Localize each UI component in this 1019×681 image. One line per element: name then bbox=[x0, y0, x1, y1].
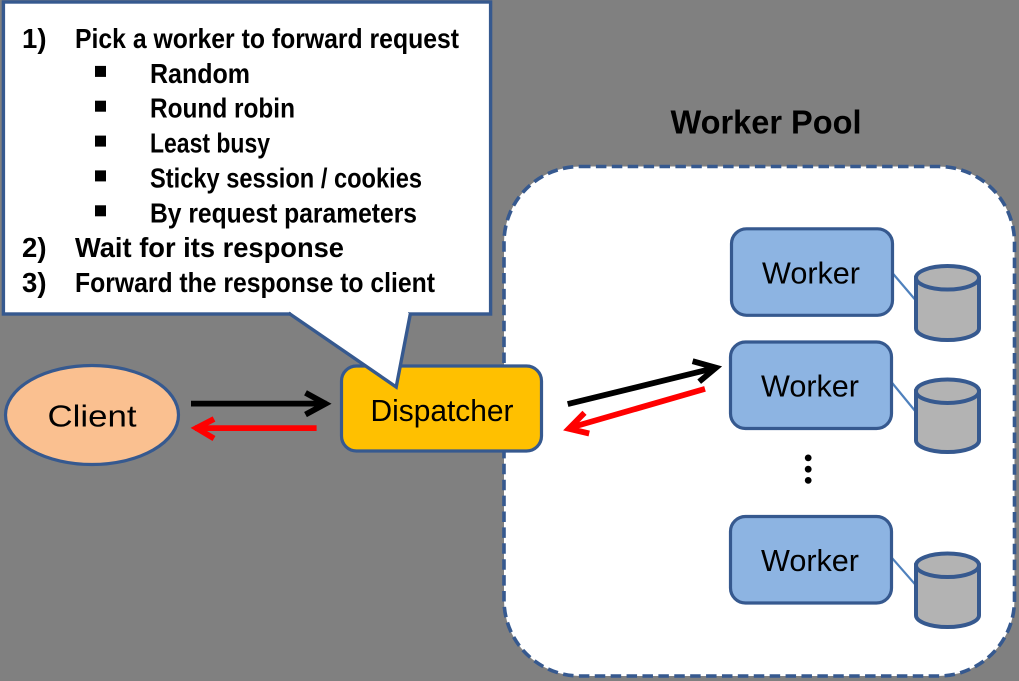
svg-text:Forward the response to client: Forward the response to client bbox=[75, 267, 435, 298]
svg-text:By request parameters: By request parameters bbox=[150, 197, 417, 228]
svg-text:Worker: Worker bbox=[761, 369, 859, 403]
svg-text:Pick a worker to forward reque: Pick a worker to forward request bbox=[75, 23, 459, 54]
svg-text:Round robin: Round robin bbox=[150, 93, 295, 124]
svg-text:2): 2) bbox=[22, 232, 46, 263]
svg-text:1): 1) bbox=[22, 23, 46, 54]
svg-text:Worker: Worker bbox=[762, 257, 860, 291]
svg-text:Dispatcher: Dispatcher bbox=[371, 394, 514, 428]
svg-text:Worker: Worker bbox=[761, 544, 859, 578]
svg-text:Random: Random bbox=[150, 58, 250, 89]
svg-text:Worker Pool: Worker Pool bbox=[671, 104, 862, 141]
svg-text:Least busy: Least busy bbox=[150, 128, 271, 159]
svg-text:Client: Client bbox=[48, 400, 138, 434]
svg-text:3): 3) bbox=[22, 267, 46, 298]
svg-text:Wait for its response: Wait for its response bbox=[75, 232, 344, 263]
svg-text:Sticky session / cookies: Sticky session / cookies bbox=[150, 162, 422, 193]
